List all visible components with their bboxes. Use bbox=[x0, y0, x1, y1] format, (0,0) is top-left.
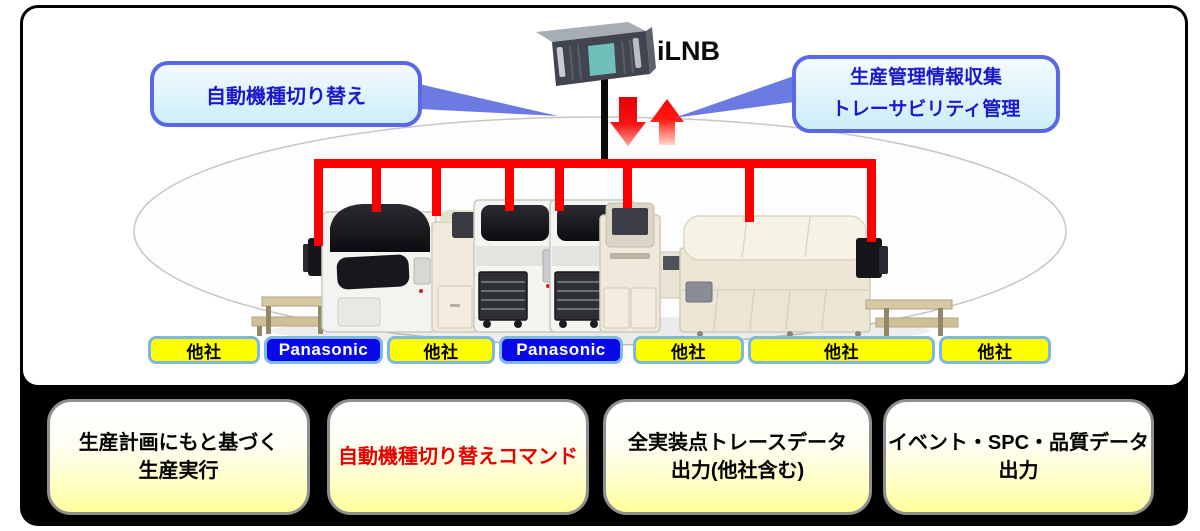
callout-auto-changeover: 自動機種切り替え bbox=[150, 61, 422, 127]
vendor-label-other-1: 他社 bbox=[148, 336, 260, 364]
callout-left-text: 自動機種切り替え bbox=[206, 85, 366, 108]
callout-right-line2: トレーサビリティ管理 bbox=[831, 99, 1021, 120]
vendor-label-other-3: 他社 bbox=[633, 336, 744, 364]
vendor-label-text: 他社 bbox=[423, 342, 459, 362]
vendor-label-other-5: 他社 bbox=[939, 336, 1051, 364]
panel-production-execution: 生産計画にもと基づく 生産実行 bbox=[47, 399, 310, 515]
vendor-label-text: 他社 bbox=[824, 342, 859, 362]
vendor-label-other-2: 他社 bbox=[387, 336, 495, 364]
panel-line: 生産実行 bbox=[138, 460, 219, 482]
vendor-label-text: 他社 bbox=[977, 342, 1013, 362]
panel-trace-data-output: 全実装点トレースデータ 出力(他社含む) bbox=[603, 399, 872, 515]
vendor-label-text: Panasonic bbox=[278, 340, 369, 359]
callout-right-line1: 生産管理情報収集 bbox=[849, 66, 1002, 88]
vendor-label-panasonic-2: Panasonic bbox=[499, 336, 623, 364]
vendor-label-panasonic-1: Panasonic bbox=[264, 336, 383, 364]
vendor-label-text: Panasonic bbox=[516, 340, 606, 359]
panel-line: 出力(他社含む) bbox=[670, 460, 805, 482]
panel-line: 自動機種切り替えコマンド bbox=[338, 446, 578, 468]
panel-line: 生産計画にもと基づく bbox=[78, 432, 279, 454]
panel-event-spc-output: イベント・SPC・品質データ 出力 bbox=[883, 399, 1154, 515]
vendor-label-text: 他社 bbox=[671, 342, 706, 362]
callout-traceability: 生産管理情報収集 トレーサビリティ管理 bbox=[792, 55, 1060, 133]
panel-line: 出力 bbox=[998, 460, 1039, 482]
server-label: iLNB bbox=[657, 36, 720, 66]
vendor-label-text: 他社 bbox=[186, 342, 222, 362]
panel-line: 全実装点トレースデータ bbox=[628, 432, 847, 454]
panel-changeover-command: 自動機種切り替えコマンド bbox=[327, 399, 589, 515]
vendor-label-other-4: 他社 bbox=[748, 336, 935, 364]
panel-line: イベント・SPC・品質データ bbox=[887, 432, 1150, 454]
